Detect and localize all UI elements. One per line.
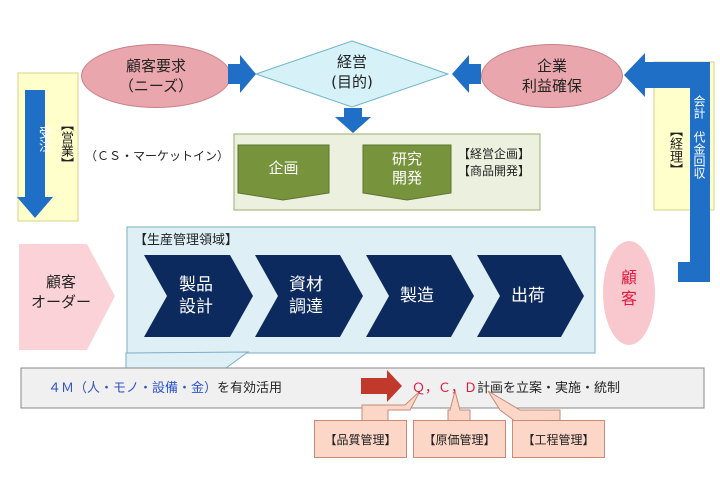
step-4-label: 出荷 — [511, 285, 545, 306]
arrow-goal-to-planning — [335, 108, 371, 133]
company-profit-ellipse: 企業 利益確保 — [481, 44, 623, 108]
step-2-line1: 資材 — [289, 274, 323, 295]
arrow-profit-to-goal — [452, 55, 481, 93]
planning-note-line2: 【商品開発】 — [458, 164, 531, 179]
planning-item-2 — [362, 144, 452, 201]
customer-request-line1: 顧客要求 — [125, 56, 186, 75]
customer-order-shape — [19, 244, 115, 350]
step-2-label: 資材 調達 — [270, 255, 342, 337]
planning-item-1-label: 企画 — [268, 159, 299, 178]
management-goal-line1: 経営 — [336, 53, 367, 71]
qcd-text: Ｑ，Ｃ，Ｄ計画を立案・実施・統制 — [412, 377, 620, 396]
arrow-request-to-goal — [228, 55, 256, 93]
step-1-label: 製品 設計 — [160, 255, 232, 337]
order-label: 受注 — [36, 126, 51, 152]
planning-item-2-line1: 研究 — [391, 149, 422, 168]
customer-line1: 顧 — [620, 268, 637, 287]
cs-marketin-text: （ＣＳ・マーケットイン） — [85, 149, 230, 163]
management-goal-line2: (目的) — [331, 73, 373, 92]
planning-item-2-line2: 開発 — [391, 169, 422, 187]
customer-order-line1: 顧客 — [45, 273, 76, 291]
customer-order-line2: オーダー — [30, 293, 91, 312]
four-m-text: ４Ｍ（人・モノ・設備・金）を有効活用 — [48, 377, 282, 396]
step-1-line2: 設計 — [179, 297, 213, 317]
planning-item-2-label: 研究 開発 — [363, 145, 451, 193]
step-3-label: 製造 — [400, 285, 434, 306]
qcd-label: Ｑ，Ｃ，Ｄ — [412, 381, 478, 396]
planning-note: 【経営企画】 【商品開発】 — [458, 146, 530, 181]
process-management-box: 【工程管理】 — [512, 420, 605, 458]
planning-item-1 — [237, 144, 330, 201]
customer-label: 顧 客 — [610, 268, 648, 310]
step-2-chevron — [255, 255, 363, 337]
planning-note-line1: 【経営企画】 — [458, 147, 531, 161]
red-arrow — [361, 370, 402, 402]
step-1-chevron — [144, 255, 253, 337]
customer-request-ellipse: 顧客要求 （ニーズ） — [81, 44, 231, 108]
accounting-label: 【経理】 — [667, 124, 682, 176]
quality-management-box: 【品質管理】 — [314, 420, 407, 458]
step-3-chevron — [366, 255, 474, 337]
customer-request-line2: （ニーズ） — [118, 77, 194, 95]
step-4-chevron — [477, 255, 584, 337]
cost-management-box: 【原価管理】 — [413, 420, 506, 458]
customer-order-label: 顧客 オーダー — [19, 272, 103, 313]
step-2-line2: 調達 — [289, 297, 323, 317]
company-profit-line2: 利益確保 — [521, 77, 582, 95]
order-arrow — [17, 90, 53, 218]
management-goal: 経営 (目的) — [300, 52, 404, 93]
callout-wedge — [125, 351, 250, 369]
four-m-label: ４Ｍ（人・モノ・設備・金） — [48, 381, 218, 396]
step-1-line1: 製品 — [179, 274, 213, 295]
sales-label: 【営業】 — [58, 118, 73, 170]
management-goal-diamond — [254, 40, 450, 108]
payment-label: 会計 代金回収 — [692, 95, 706, 179]
customer-ellipse — [603, 241, 655, 345]
payment-arrow — [624, 53, 710, 282]
plan-label: 計画を立案・実施・統制 — [477, 381, 621, 396]
use-label: を有効活用 — [217, 381, 283, 396]
customer-line2: 客 — [620, 288, 637, 308]
production-title: 【生産管理領域】 — [134, 233, 239, 248]
company-profit-line1: 企業 — [536, 56, 567, 75]
